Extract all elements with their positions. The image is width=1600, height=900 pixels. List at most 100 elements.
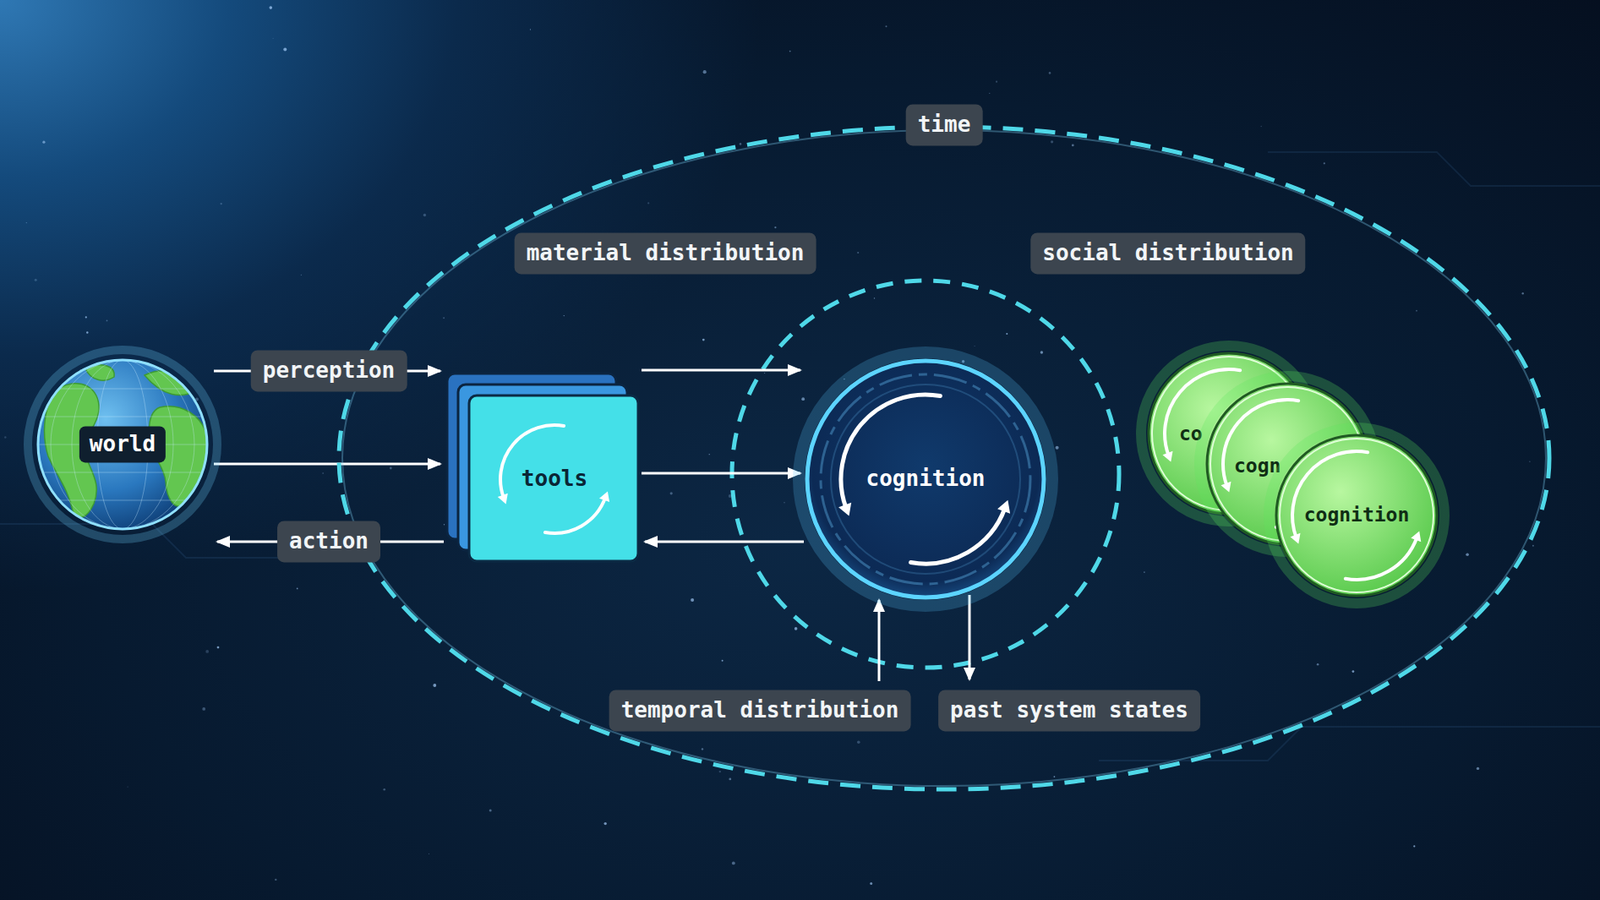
star	[1260, 125, 1262, 128]
star	[489, 809, 492, 813]
star	[529, 28, 531, 30]
parallel	[32, 472, 213, 474]
green-node: cognition	[1274, 433, 1439, 598]
star	[300, 274, 302, 276]
star	[1050, 140, 1054, 143]
globe-grid	[32, 360, 213, 530]
star	[739, 142, 743, 146]
star	[296, 588, 299, 590]
star	[322, 472, 324, 475]
temporal-arrow	[878, 600, 881, 682]
star	[428, 853, 430, 855]
region-label: past system states	[938, 689, 1201, 732]
star	[432, 683, 437, 688]
star	[217, 646, 220, 650]
star	[220, 202, 223, 205]
flow-arrow	[641, 369, 801, 372]
region-label: material distribution	[514, 232, 817, 274]
star	[86, 331, 88, 334]
star	[728, 778, 732, 781]
cog-glow	[798, 352, 1053, 607]
cycle-arrowhead	[838, 502, 852, 517]
flow-arrow	[644, 540, 804, 544]
cycle-arrowhead	[1163, 451, 1174, 463]
star	[1413, 845, 1415, 847]
cycle-arrowhead	[1290, 533, 1301, 545]
cycle-arrowhead	[599, 491, 610, 503]
star	[702, 338, 705, 342]
tool-card-front	[469, 395, 639, 562]
cycle-arrowhead	[997, 500, 1011, 514]
star	[205, 649, 209, 654]
cycle-arc	[911, 507, 1005, 564]
star	[4, 436, 6, 438]
star-field	[4, 5, 1535, 885]
star	[857, 251, 859, 254]
star	[1055, 446, 1060, 450]
region-label: social distribution	[1030, 232, 1306, 274]
circuit-traces	[0, 152, 1600, 761]
star	[1532, 545, 1535, 547]
star	[382, 788, 386, 792]
past-states-arrow	[968, 595, 972, 680]
edge-label: action	[277, 520, 381, 563]
star	[26, 222, 28, 224]
star	[1048, 71, 1052, 75]
star	[721, 660, 724, 662]
star	[1476, 767, 1480, 770]
star	[423, 213, 426, 217]
star	[774, 226, 776, 229]
star	[269, 5, 274, 10]
star	[647, 202, 650, 204]
star	[731, 862, 736, 866]
star	[1071, 144, 1075, 148]
star	[974, 345, 976, 347]
parallel	[32, 416, 213, 418]
star	[764, 372, 765, 374]
star	[283, 48, 287, 52]
node-label: time	[906, 103, 983, 146]
cog-inner-ring	[820, 374, 1031, 585]
cycle-arrowhead	[497, 493, 508, 505]
star	[202, 707, 206, 711]
star	[703, 70, 707, 74]
region-label: temporal distribution	[609, 689, 912, 732]
edge-label: perception	[251, 349, 408, 392]
star	[563, 315, 565, 317]
green-circle	[1276, 435, 1437, 596]
star	[274, 879, 277, 881]
star	[1323, 162, 1326, 164]
cycle-arrowhead	[1221, 481, 1232, 493]
tools-node: tools	[445, 371, 640, 563]
cycle-arc	[1345, 537, 1418, 580]
cog-circle	[807, 360, 1044, 598]
star	[127, 786, 129, 788]
star	[995, 81, 998, 83]
star	[1040, 350, 1044, 354]
green-rim	[1279, 438, 1434, 593]
star	[1522, 292, 1524, 295]
star	[873, 297, 875, 299]
star	[690, 598, 694, 602]
star	[85, 316, 88, 318]
star	[1053, 775, 1056, 778]
star	[857, 741, 861, 745]
star	[701, 748, 704, 750]
star	[273, 38, 274, 39]
node-label: cognition	[1304, 503, 1410, 528]
node-label: tools	[521, 465, 588, 492]
flow-arrow	[213, 463, 441, 466]
star	[1529, 461, 1530, 463]
globe-glow	[27, 349, 218, 540]
star	[1316, 663, 1320, 667]
star	[801, 397, 805, 401]
star	[869, 882, 873, 885]
green-glow	[1268, 427, 1445, 604]
star	[783, 502, 785, 503]
star	[42, 141, 45, 144]
star	[443, 524, 445, 525]
node-label: world	[79, 425, 166, 463]
meridian	[71, 360, 174, 530]
star	[604, 822, 607, 825]
star	[709, 453, 710, 455]
